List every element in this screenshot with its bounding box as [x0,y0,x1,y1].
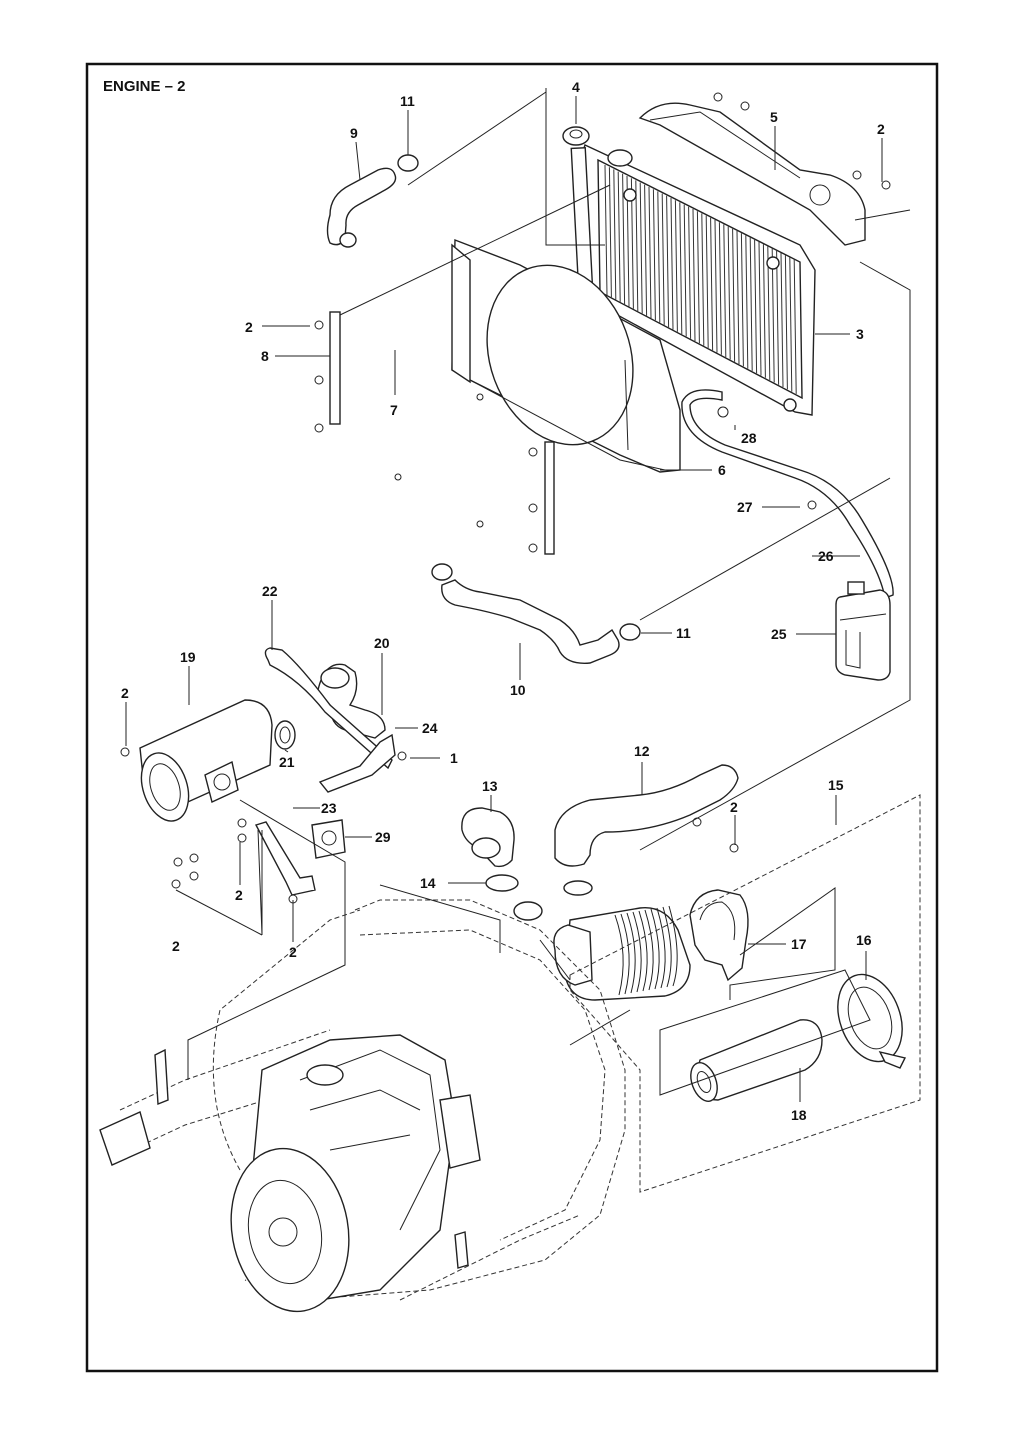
coolant-reservoir[interactable] [835,581,891,681]
exhaust-bracket[interactable] [318,733,396,793]
engine-assembly [99,899,626,1313]
filter-group-outline [659,969,871,1096]
callout-2: 2 [289,944,297,960]
callout-2: 2 [172,938,180,954]
fan-shroud[interactable] [451,238,681,473]
callout-20: 20 [374,635,390,651]
callout-labels: 11 9 4 5 2 3 2 8 7 28 6 27 26 25 11 10 2… [121,79,885,1123]
callout-12: 12 [634,743,650,759]
radiator-cap[interactable] [562,126,633,167]
callout-2: 2 [877,121,885,137]
callout-11: 11 [400,93,415,109]
callout-18: 18 [791,1107,807,1123]
callout-5: 5 [770,109,778,125]
flange-gasket[interactable] [311,819,346,859]
callout-6: 6 [718,462,726,478]
callout-15: 15 [828,777,844,793]
callout-22: 22 [262,583,278,599]
muffler[interactable] [133,699,273,827]
callout-1: 1 [450,750,458,766]
intake-elbow-hose[interactable] [461,807,515,868]
upper-radiator-hose[interactable] [326,154,419,248]
shroud-bracket[interactable] [528,441,555,555]
air-cleaner-cover[interactable] [826,965,913,1070]
callout-2: 2 [730,799,738,815]
radiator[interactable] [570,144,816,416]
callout-13: 13 [482,778,498,794]
intake-hose[interactable] [554,764,739,867]
radiator-top-bracket[interactable] [638,102,866,246]
callout-25: 25 [771,626,787,642]
callout-3: 3 [856,326,864,342]
callout-7: 7 [390,402,398,418]
page-frame [85,62,939,1373]
callout-10: 10 [510,682,526,698]
leader-lines [125,88,911,1102]
air-cleaner-band[interactable] [689,889,749,982]
callout-2: 2 [121,685,129,701]
callout-4: 4 [572,79,580,95]
air-cleaner[interactable] [553,905,691,1001]
callout-28: 28 [741,430,757,446]
side-bracket[interactable] [314,311,341,433]
callout-8: 8 [261,348,269,364]
callout-2: 2 [245,319,253,335]
callout-11: 11 [676,625,691,641]
diagram-title: ENGINE – 2 [103,78,186,95]
callout-21: 21 [279,754,295,770]
callout-29: 29 [375,829,391,845]
callout-14: 14 [420,875,436,891]
callout-24: 24 [422,720,438,736]
callout-26: 26 [818,548,834,564]
muffler-strap[interactable] [264,647,393,770]
lower-radiator-hose[interactable] [431,563,641,664]
callout-17: 17 [791,936,807,952]
air-filter-element[interactable] [686,1019,823,1105]
air-cleaner-group-outline [569,794,921,1193]
callout-23: 23 [321,800,337,816]
callout-2: 2 [235,887,243,903]
callout-27: 27 [737,499,753,515]
callout-19: 19 [180,649,196,665]
hose-clamp[interactable] [485,874,593,921]
bolts [120,92,891,904]
callout-9: 9 [350,125,358,141]
muffler-support[interactable] [254,821,316,896]
exhaust-gasket[interactable] [274,720,296,750]
callout-16: 16 [856,932,872,948]
